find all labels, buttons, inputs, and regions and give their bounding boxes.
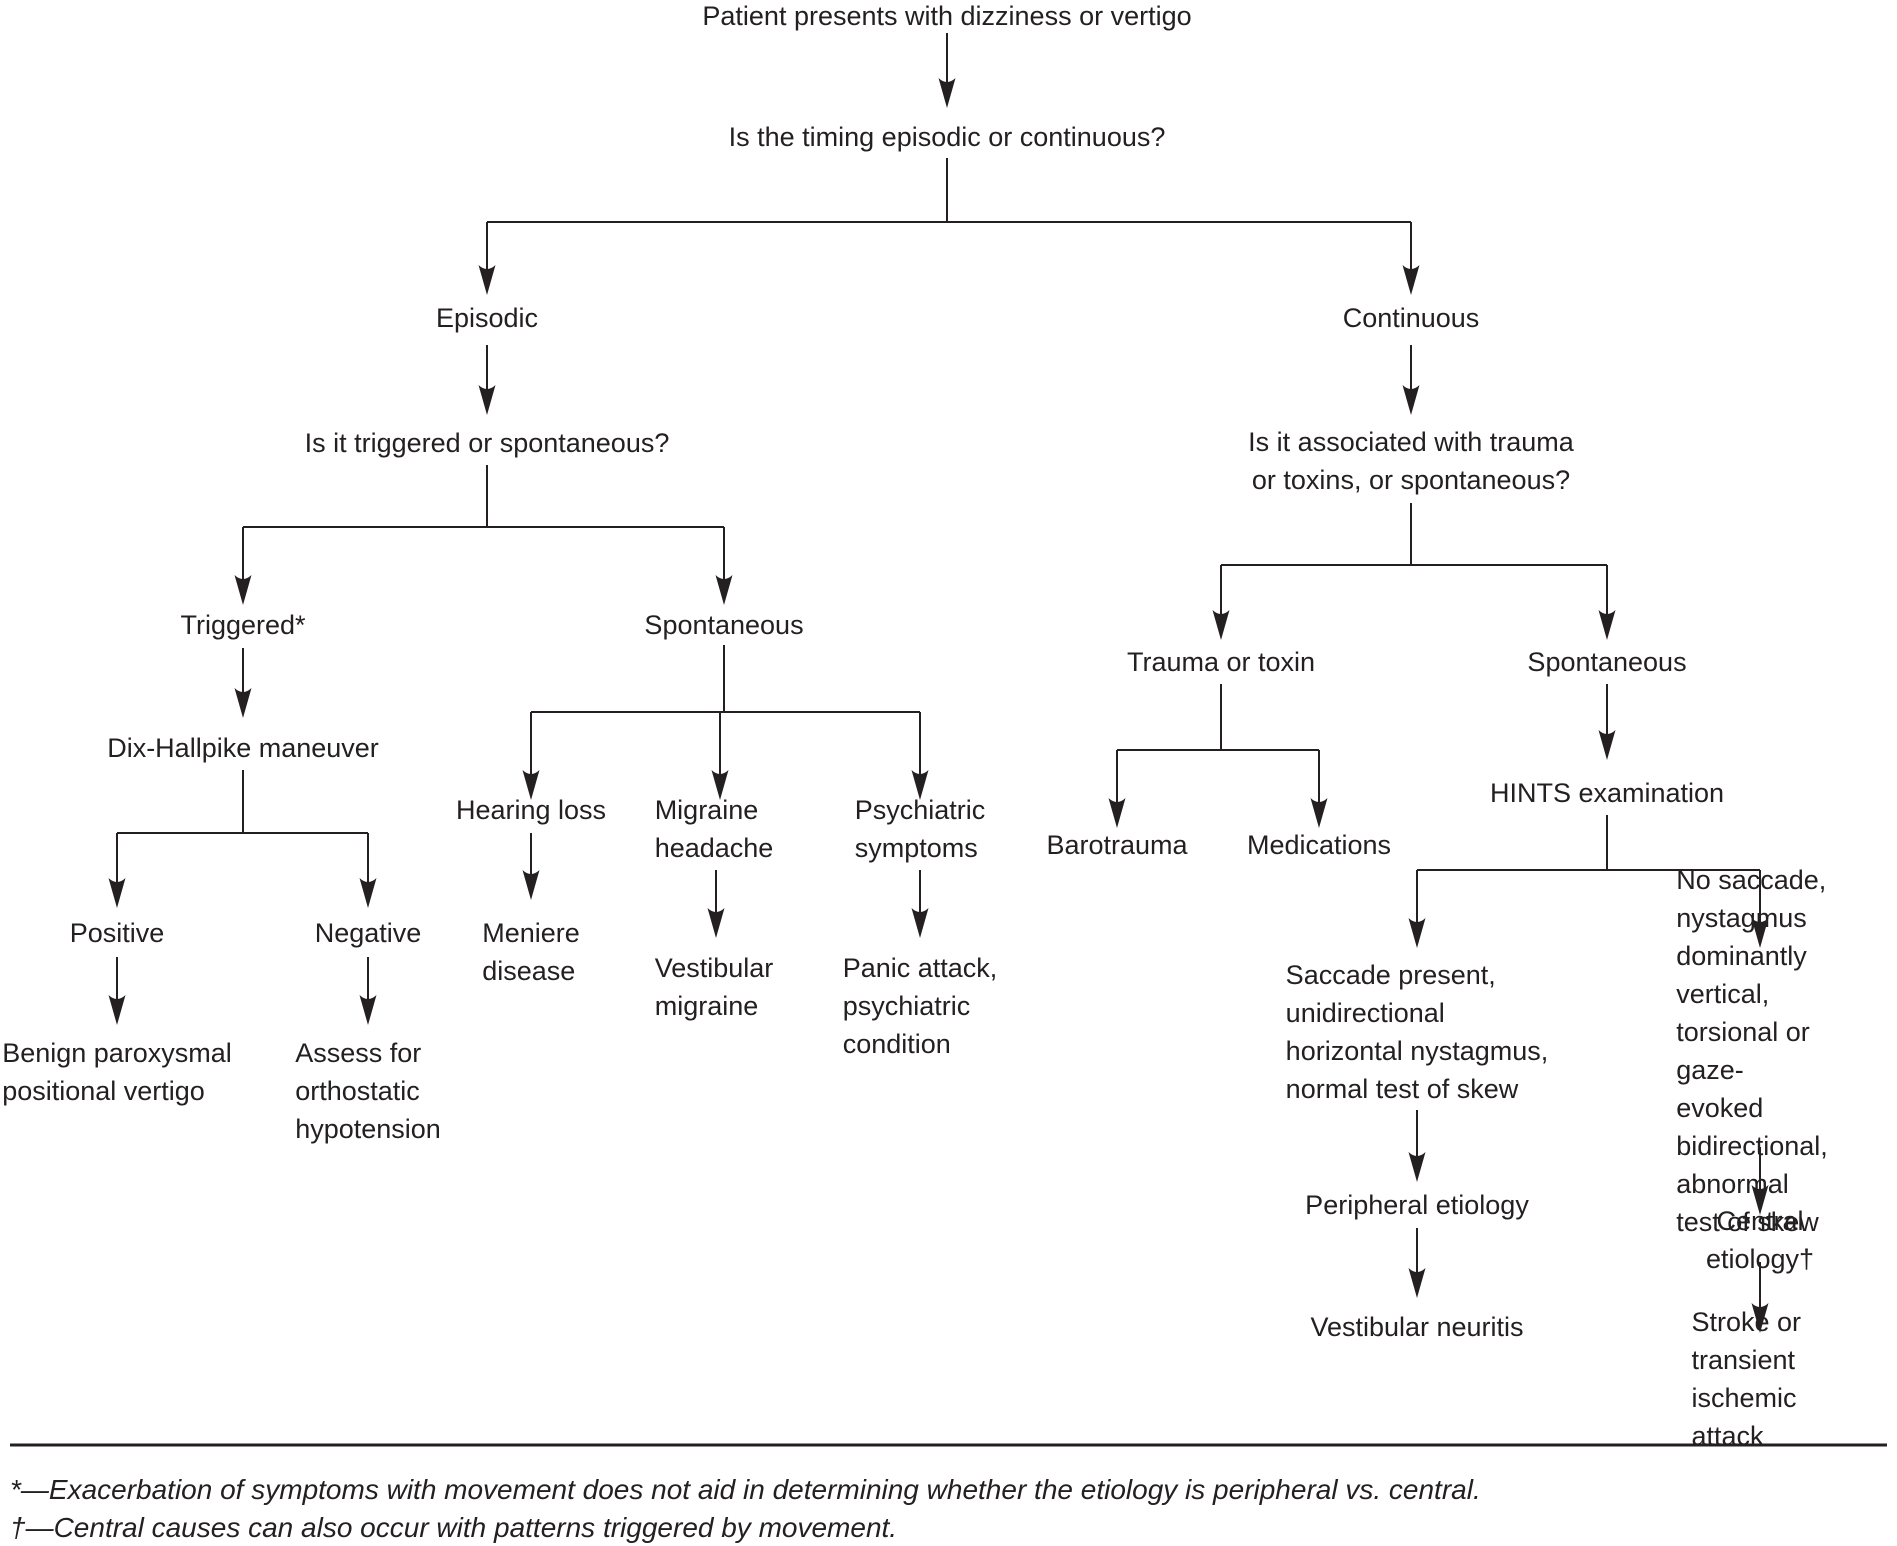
- node-hints-examination: HINTS examination: [1489, 778, 1725, 808]
- node-psychiatric-symptoms: Psychiatric symptoms: [854, 795, 986, 863]
- node-trauma-or-toxin: Trauma or toxin: [1126, 647, 1316, 677]
- node-central-etiology: Central etiology†: [1705, 1206, 1815, 1274]
- node-barotrauma: Barotrauma: [1046, 830, 1188, 860]
- node-continuous: Continuous: [1342, 303, 1480, 333]
- node-meniere-disease: Meniere disease: [482, 918, 580, 986]
- node-orthostatic-hypotension: Assess for orthostatic hypotension: [295, 1038, 441, 1144]
- node-stroke-tia: Stroke or transient ischemic attack: [1691, 1307, 1802, 1451]
- node-peripheral-etiology: Peripheral etiology: [1305, 1190, 1529, 1220]
- node-saccade-present: Saccade present, unidirectional horizont…: [1285, 960, 1549, 1104]
- node-vestibular-neuritis: Vestibular neuritis: [1310, 1312, 1524, 1342]
- node-panic-attack: Panic attack, psychiatric condition: [842, 953, 998, 1059]
- node-triggered-question: Is it triggered or spontaneous?: [304, 428, 670, 458]
- node-spontaneous-episodic: Spontaneous: [644, 610, 804, 640]
- node-vestibular-migraine: Vestibular migraine: [654, 953, 774, 1021]
- node-timing-question: Is the timing episodic or continuous?: [728, 122, 1166, 152]
- node-spontaneous-continuous: Spontaneous: [1527, 647, 1687, 677]
- node-no-saccade: No saccade, nystagmus dominantly vertica…: [1676, 865, 1828, 1237]
- node-episodic: Episodic: [435, 303, 539, 333]
- node-hearing-loss: Hearing loss: [455, 795, 607, 825]
- node-triggered: Triggered*: [180, 610, 306, 640]
- node-dix-hallpike: Dix-Hallpike maneuver: [107, 733, 379, 763]
- footnote-asterisk: *—Exacerbation of symptoms with movement…: [10, 1474, 1481, 1505]
- node-positive: Positive: [69, 918, 165, 948]
- node-trauma-question: Is it associated with trauma or toxins, …: [1248, 427, 1574, 495]
- node-migraine-headache: Migraine headache: [654, 795, 774, 863]
- node-medications: Medications: [1246, 830, 1392, 860]
- node-bppv: Benign paroxysmal positional vertigo: [2, 1038, 232, 1106]
- footnote-dagger: †—Central causes can also occur with pat…: [10, 1512, 898, 1543]
- node-patient-presents: Patient presents with dizziness or verti…: [702, 1, 1192, 31]
- node-negative: Negative: [314, 918, 422, 948]
